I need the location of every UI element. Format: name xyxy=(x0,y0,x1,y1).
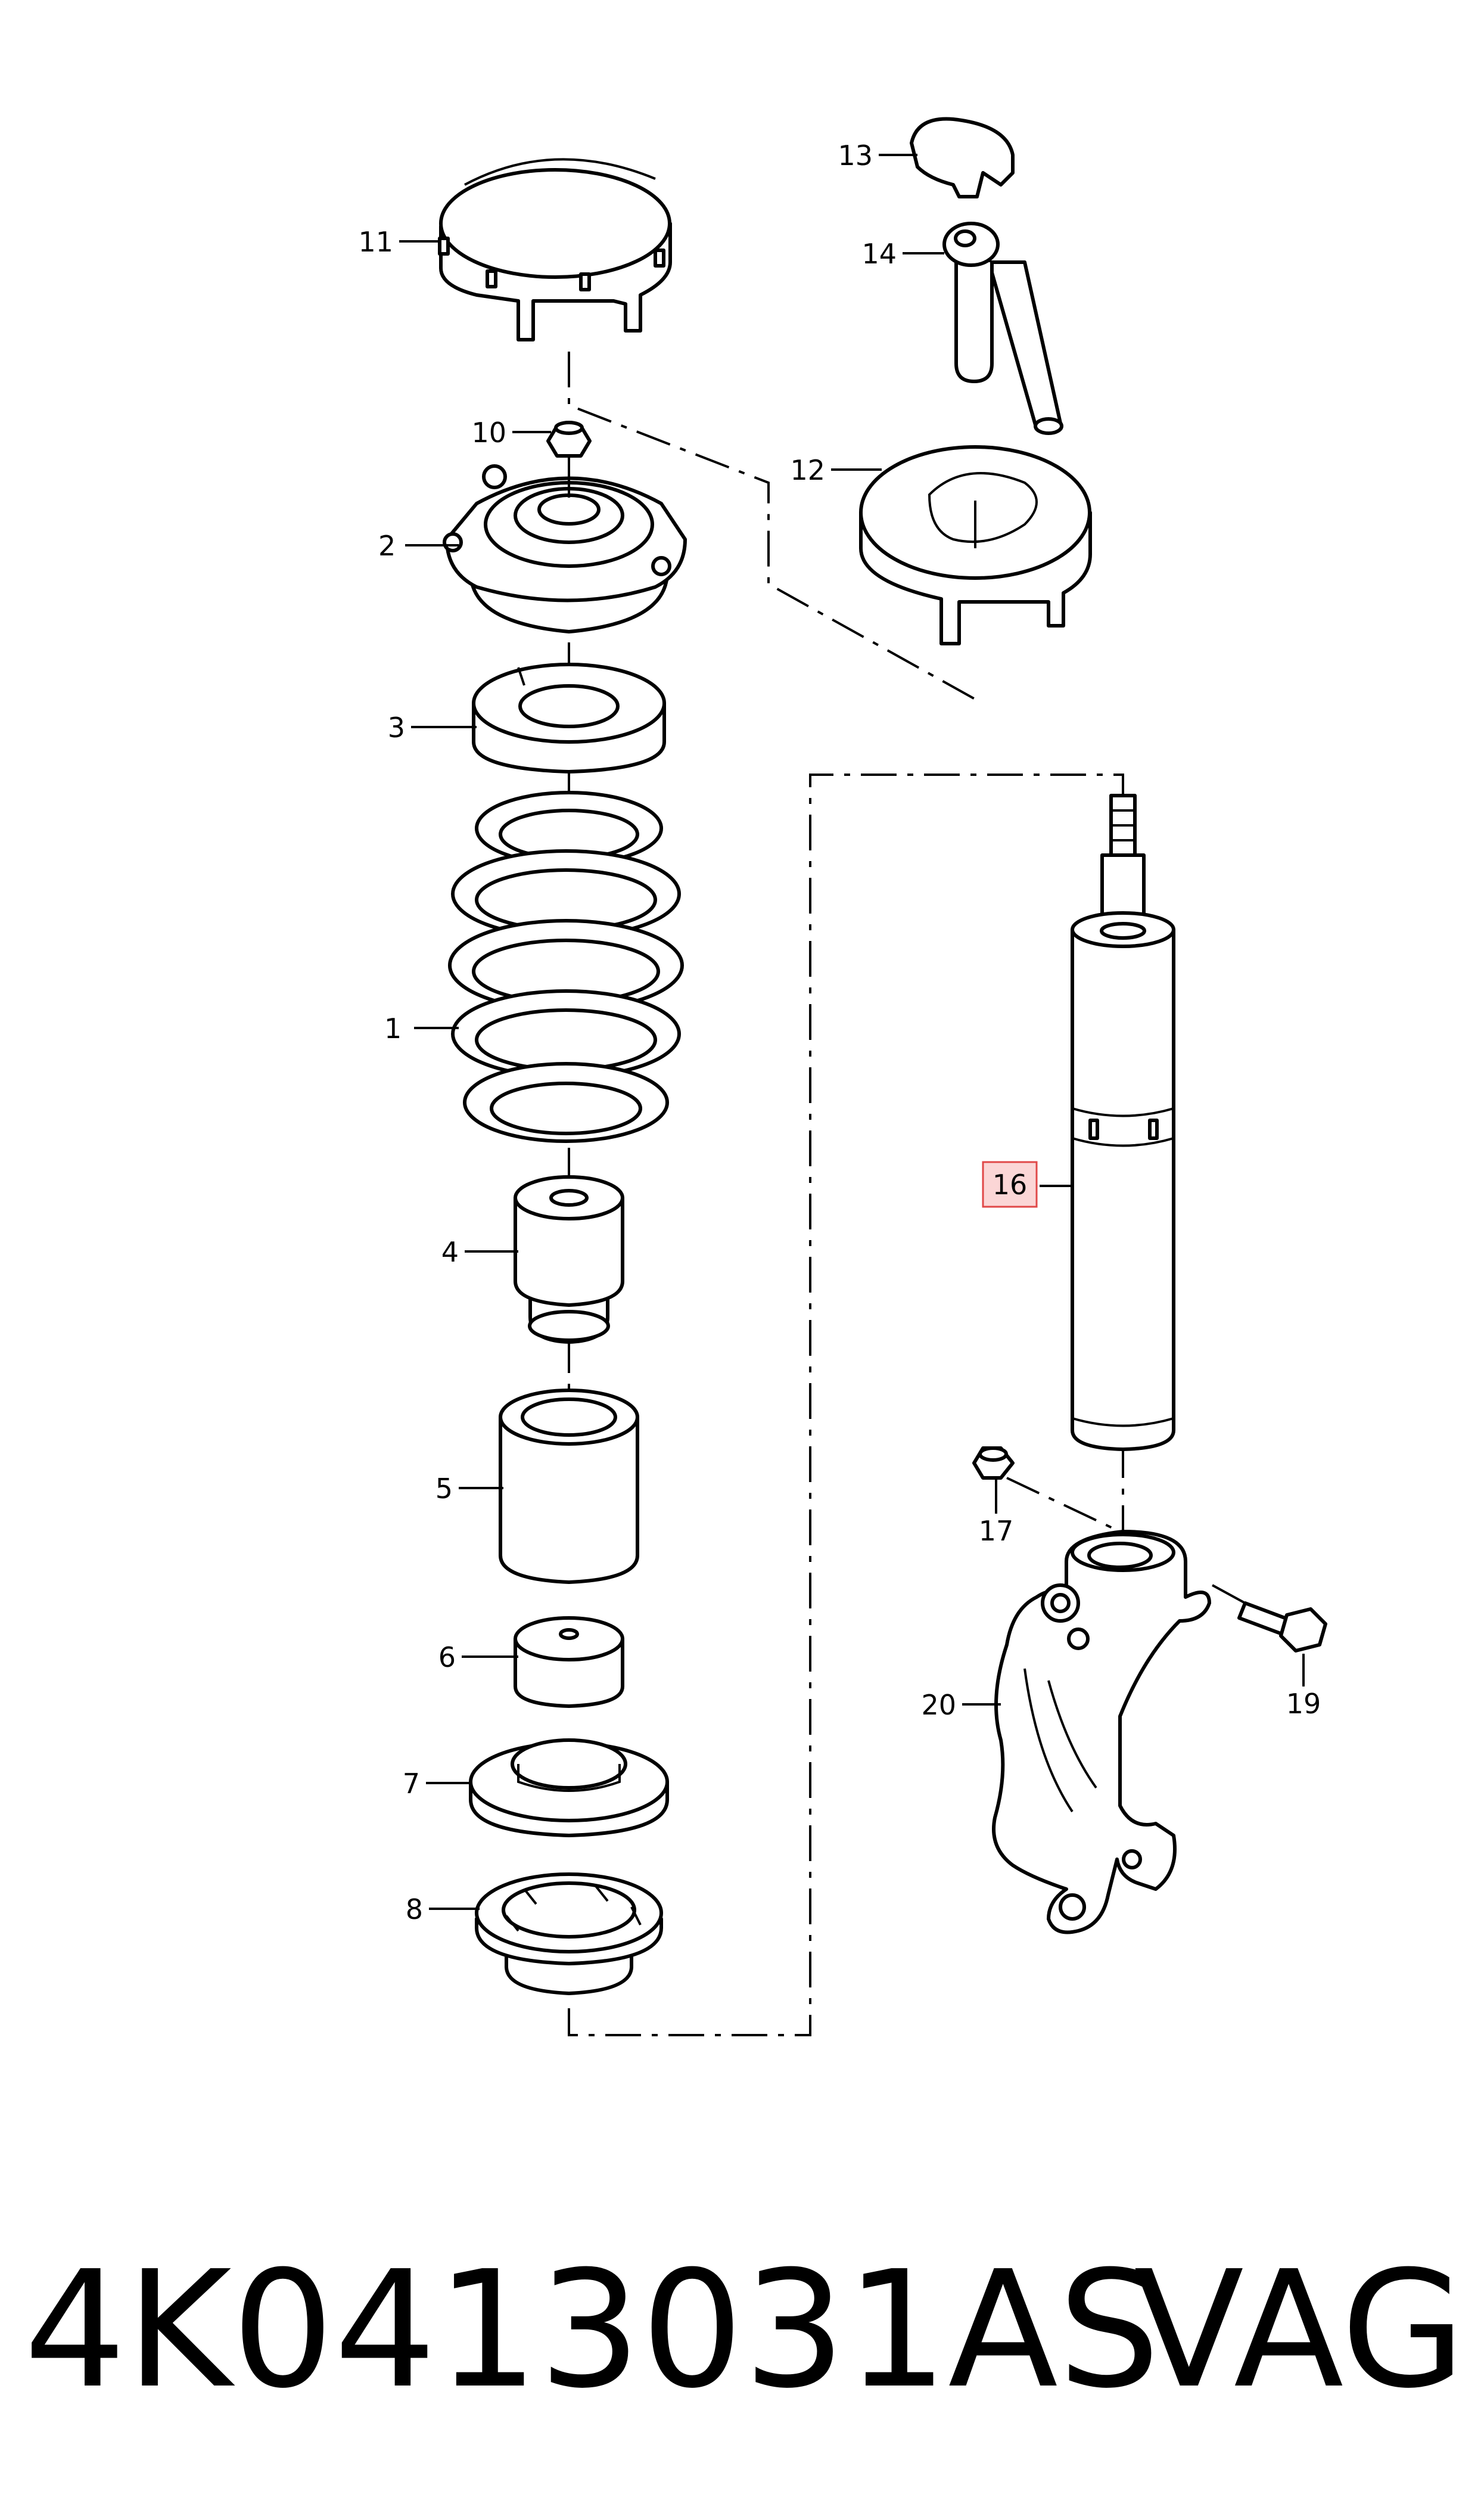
part-bump-stop xyxy=(514,1175,624,1344)
callout-8: 8 xyxy=(406,1893,423,1925)
part-nut xyxy=(546,421,592,458)
part-number-caption: 4K0413031AS VAG xyxy=(24,2241,1466,2419)
callout-10: 10 xyxy=(471,417,506,449)
part-lower-mount xyxy=(475,1872,663,1995)
part-spring-pad xyxy=(472,663,666,774)
part-clip xyxy=(910,117,1015,198)
part-number: 4K0413031AS xyxy=(24,2236,1161,2424)
callout-labels: 1 2 3 4 5 6 7 8 10 11 12 13 14 16 17 19 … xyxy=(358,139,1321,1925)
callout-17: 17 xyxy=(979,1515,1014,1547)
callout-12: 12 xyxy=(790,454,825,486)
callout-14: 14 xyxy=(861,238,897,270)
brand-name: VAG xyxy=(1134,2236,1466,2424)
part-strut-fork xyxy=(992,1530,1211,1934)
callout-6: 6 xyxy=(438,1641,456,1673)
part-top-mount-cover xyxy=(859,445,1092,645)
part-lower-spring-seat xyxy=(469,1738,669,1837)
callout-leader-lines xyxy=(399,154,1305,1910)
part-dust-boot xyxy=(499,1389,639,1584)
part-coil-spring xyxy=(448,791,684,1143)
callout-4: 4 xyxy=(441,1236,459,1268)
callout-16: 16 xyxy=(993,1169,1028,1201)
part-shock-absorber xyxy=(1071,794,1175,1451)
callout-7: 7 xyxy=(403,1768,420,1800)
part-flange-nut xyxy=(972,1446,1015,1480)
callout-16-highlight xyxy=(982,1161,1038,1208)
part-strut-mount xyxy=(443,464,687,633)
callout-13: 13 xyxy=(838,139,873,172)
part-cap xyxy=(438,158,672,341)
callout-5: 5 xyxy=(435,1473,453,1505)
part-link-rod xyxy=(942,222,1063,435)
part-buffer xyxy=(514,1616,624,1708)
exploded-parts-diagram: 1 2 3 4 5 6 7 8 10 11 12 13 14 16 17 19 … xyxy=(358,117,1327,2036)
callout-20: 20 xyxy=(921,1689,956,1721)
callout-19: 19 xyxy=(1286,1688,1321,1720)
callout-2: 2 xyxy=(378,530,396,562)
callout-1: 1 xyxy=(384,1012,402,1045)
callout-11: 11 xyxy=(358,226,393,258)
part-bolt xyxy=(1237,1601,1327,1653)
callout-3: 3 xyxy=(388,712,405,744)
